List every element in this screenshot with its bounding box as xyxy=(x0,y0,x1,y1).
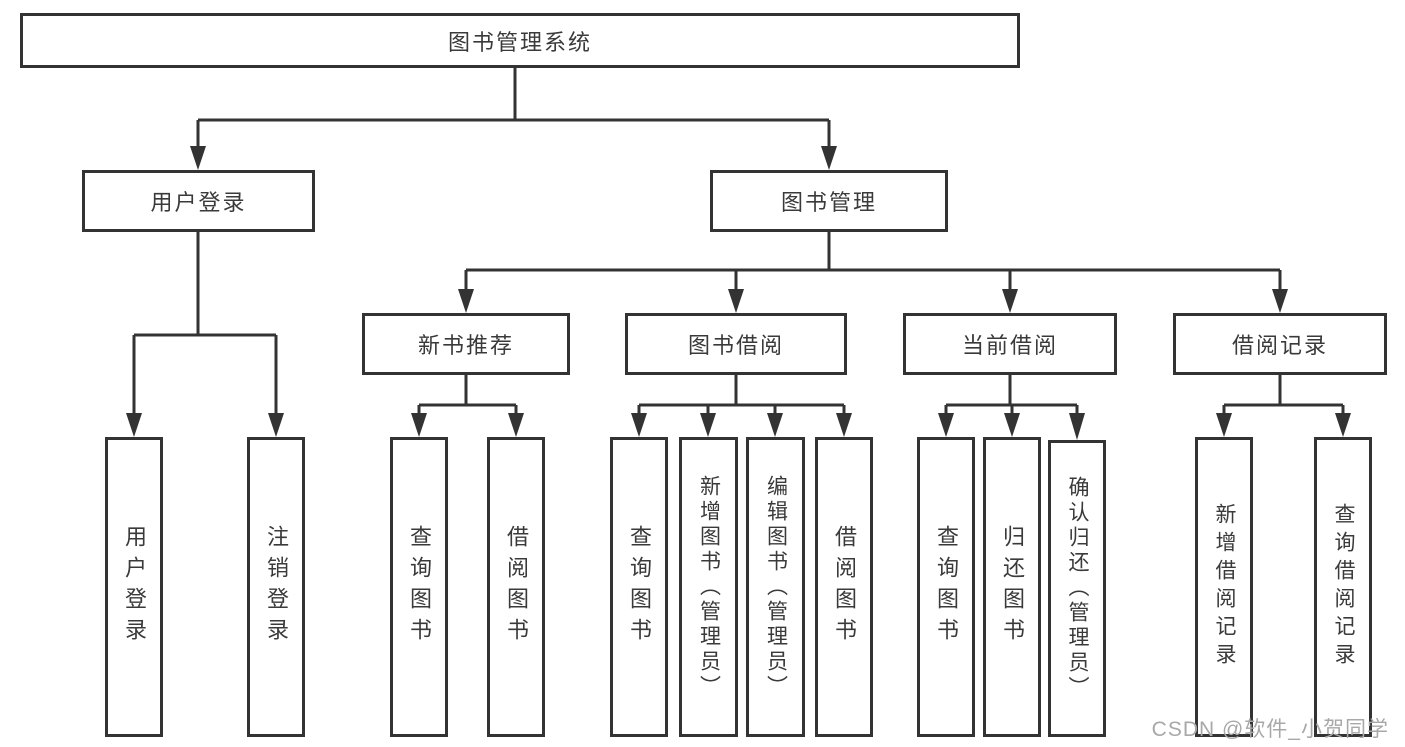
leaf-label: 查询图书 xyxy=(407,525,432,649)
node-book-management: 图书管理 xyxy=(710,170,948,232)
leaf-label: 新增图书（管理员） xyxy=(697,474,721,700)
leaf-user-login: 用户登录 xyxy=(105,437,163,737)
leaf-label: 用户登录 xyxy=(122,525,147,649)
node-borrow-records: 借阅记录 xyxy=(1173,313,1387,375)
leaf-br-add-record: 新增借阅记录 xyxy=(1195,437,1253,737)
node-current-borrow: 当前借阅 xyxy=(903,313,1117,375)
node-user-login: 用户登录 xyxy=(82,170,315,232)
leaf-logout: 注销登录 xyxy=(247,437,305,737)
node-book-borrow: 图书借阅 xyxy=(625,313,847,375)
leaf-cb-confirm-return-admin: 确认归还（管理员） xyxy=(1048,440,1106,737)
leaf-cb-query-books: 查询图书 xyxy=(917,437,975,737)
leaf-bb-edit-book-admin: 编辑图书（管理员） xyxy=(746,437,805,737)
leaf-cb-return-books: 归还图书 xyxy=(983,437,1041,737)
leaf-label: 编辑图书（管理员） xyxy=(764,474,788,700)
node-new-book-recommend: 新书推荐 xyxy=(362,313,570,375)
leaf-label: 借阅图书 xyxy=(504,525,529,649)
leaf-label: 注销登录 xyxy=(264,525,289,649)
watermark: CSDN @软件_小贺同学 xyxy=(1151,718,1389,741)
leaf-label: 查询借阅记录 xyxy=(1332,503,1355,671)
leaf-label: 确认归还（管理员） xyxy=(1066,476,1089,701)
leaf-label: 查询图书 xyxy=(627,525,652,649)
leaf-bb-query-books: 查询图书 xyxy=(610,437,668,737)
leaf-bb-borrow-books: 借阅图书 xyxy=(815,437,873,737)
leaf-nbr-borrow-books: 借阅图书 xyxy=(487,437,545,737)
leaf-br-query-record: 查询借阅记录 xyxy=(1314,437,1372,737)
leaf-bb-add-book-admin: 新增图书（管理员） xyxy=(679,437,738,737)
leaf-label: 借阅图书 xyxy=(832,525,857,649)
leaf-label: 新增借阅记录 xyxy=(1213,503,1236,671)
node-root: 图书管理系统 xyxy=(20,13,1020,68)
leaf-nbr-query-books: 查询图书 xyxy=(390,437,448,737)
leaf-label: 归还图书 xyxy=(1000,525,1025,649)
arrowheads xyxy=(126,146,1351,440)
leaf-label: 查询图书 xyxy=(934,525,959,649)
